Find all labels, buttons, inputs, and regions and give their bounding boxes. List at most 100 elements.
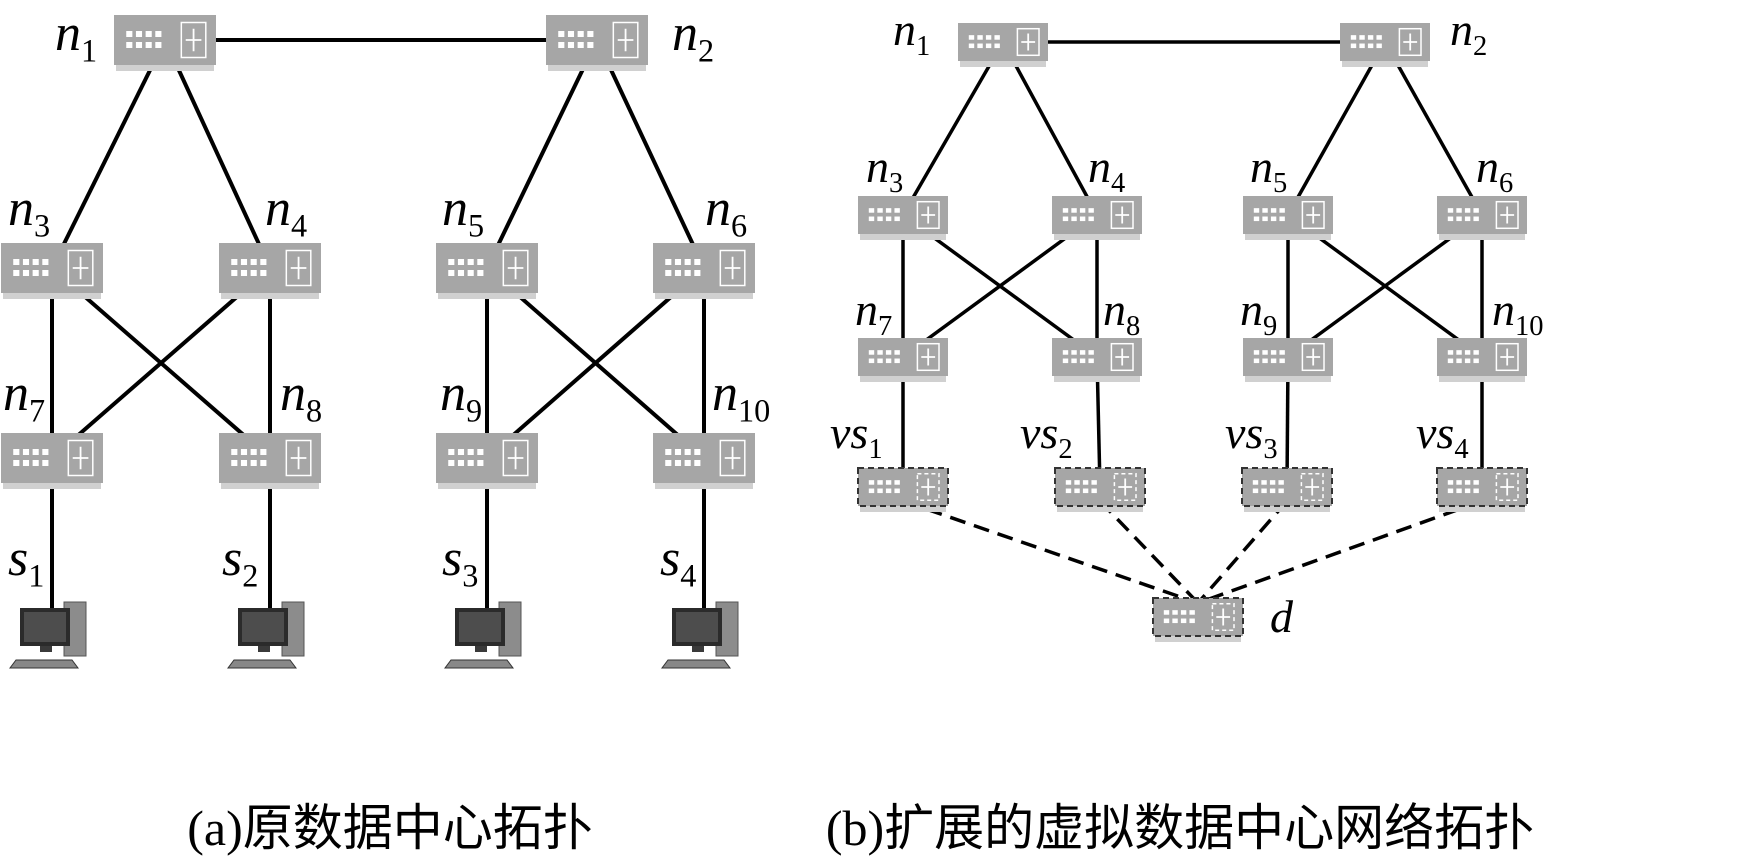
switch-panel_b-n5 bbox=[1243, 196, 1333, 240]
port-icon bbox=[1261, 480, 1267, 485]
port-icon bbox=[1172, 618, 1178, 624]
arrows-icon bbox=[1500, 206, 1515, 224]
switch-panel_a-n2 bbox=[546, 15, 648, 71]
port-icon bbox=[1473, 480, 1479, 485]
port-icon bbox=[22, 449, 30, 455]
switch-base bbox=[3, 291, 101, 299]
pc-screen bbox=[459, 612, 501, 642]
switch-panel_a-n3 bbox=[1, 243, 103, 299]
arrows-icon bbox=[290, 256, 307, 280]
port-icon bbox=[260, 259, 267, 265]
port-icon bbox=[968, 35, 975, 40]
pc-stand bbox=[258, 646, 270, 652]
label-subscript: 1 bbox=[916, 31, 930, 62]
port-icon bbox=[155, 31, 162, 37]
link-panel_a-n1-n4 bbox=[163, 39, 272, 269]
port-icon bbox=[135, 42, 143, 48]
arrows-icon bbox=[1305, 478, 1320, 496]
port-icon bbox=[694, 449, 701, 455]
port-icon bbox=[968, 43, 975, 49]
label-subscript: 10 bbox=[738, 392, 770, 428]
port-icon bbox=[250, 259, 257, 265]
dashed-link-panel_b-vs4-d bbox=[1197, 499, 1483, 605]
port-icon bbox=[13, 449, 20, 455]
switch-panel_b-n6 bbox=[1437, 196, 1527, 240]
label-base: n bbox=[1240, 284, 1263, 335]
port-icon bbox=[240, 460, 248, 466]
switch-base bbox=[860, 374, 946, 382]
link-panel_a-n1-n3 bbox=[50, 39, 167, 269]
label-base: vs bbox=[1020, 407, 1058, 458]
switch-panel_a-n7 bbox=[1, 433, 103, 489]
port-icon bbox=[1456, 350, 1462, 355]
pc-screen bbox=[242, 612, 284, 642]
port-icon bbox=[558, 42, 565, 48]
port-icon bbox=[1278, 488, 1284, 494]
port-icon bbox=[1270, 358, 1277, 364]
port-icon bbox=[477, 460, 484, 466]
port-icon bbox=[135, 31, 143, 37]
switch-base bbox=[1054, 374, 1140, 382]
label-subscript: 3 bbox=[462, 557, 478, 593]
arrows-icon bbox=[617, 28, 634, 52]
label-subscript: 4 bbox=[1454, 434, 1468, 465]
port-icon bbox=[985, 35, 992, 40]
port-icon bbox=[1278, 480, 1284, 485]
port-icon bbox=[1464, 208, 1471, 213]
switch-panel_b-vs1 bbox=[857, 467, 949, 512]
host-panel_a-s3 bbox=[444, 601, 522, 669]
label-panel_b-vs2: vs2 bbox=[1020, 407, 1073, 465]
port-icon bbox=[1062, 358, 1069, 364]
port-icon bbox=[1163, 618, 1170, 624]
link-panel_a-n2-n6 bbox=[595, 39, 706, 269]
switch-panel_b-vs2 bbox=[1054, 467, 1146, 512]
port-icon bbox=[42, 259, 49, 265]
port-icon bbox=[477, 449, 484, 455]
label-subscript: 1 bbox=[868, 434, 882, 465]
switch-base bbox=[1245, 232, 1331, 240]
label-subscript: 4 bbox=[680, 557, 696, 593]
port-icon bbox=[477, 270, 484, 276]
label-subscript: 6 bbox=[1499, 168, 1513, 199]
port-icon bbox=[665, 270, 672, 276]
label-base: n bbox=[855, 284, 878, 335]
switch-base bbox=[1342, 59, 1428, 67]
label-panel_a-s4: s4 bbox=[660, 530, 696, 593]
label-subscript: 2 bbox=[698, 32, 714, 68]
port-icon bbox=[1088, 358, 1094, 364]
arrows-icon bbox=[1403, 33, 1418, 51]
switch-base bbox=[860, 504, 946, 512]
port-icon bbox=[1082, 488, 1089, 494]
port-icon bbox=[1082, 480, 1089, 485]
port-icon bbox=[32, 460, 39, 466]
port-icon bbox=[1071, 350, 1077, 355]
port-icon bbox=[868, 350, 875, 355]
port-icon bbox=[145, 31, 152, 37]
port-icon bbox=[877, 350, 883, 355]
port-icon bbox=[1270, 350, 1277, 355]
port-icon bbox=[457, 449, 465, 455]
label-panel_b-vs3: vs3 bbox=[1225, 407, 1278, 465]
switch-base bbox=[438, 481, 536, 489]
port-icon bbox=[1447, 350, 1454, 355]
caption-panel-a: (a)原数据中心拓扑 bbox=[187, 800, 593, 856]
port-icon bbox=[1447, 358, 1454, 364]
port-icon bbox=[1088, 208, 1094, 213]
port-icon bbox=[868, 216, 875, 222]
label-panel_b-n6: n6 bbox=[1476, 141, 1513, 199]
port-icon bbox=[1456, 480, 1462, 485]
port-icon bbox=[665, 259, 672, 265]
port-icon bbox=[1447, 488, 1454, 494]
switch-panel_a-n4 bbox=[219, 243, 321, 299]
port-icon bbox=[231, 460, 238, 466]
port-icon bbox=[885, 208, 892, 213]
port-icon bbox=[1262, 216, 1268, 222]
label-base: n bbox=[1492, 284, 1515, 335]
label-base: d bbox=[1270, 591, 1294, 642]
port-icon bbox=[684, 460, 691, 466]
port-icon bbox=[42, 460, 49, 466]
label-panel_b-n5: n5 bbox=[1250, 141, 1287, 199]
port-icon bbox=[457, 270, 465, 276]
port-icon bbox=[22, 460, 30, 466]
arrows-icon bbox=[72, 256, 89, 280]
